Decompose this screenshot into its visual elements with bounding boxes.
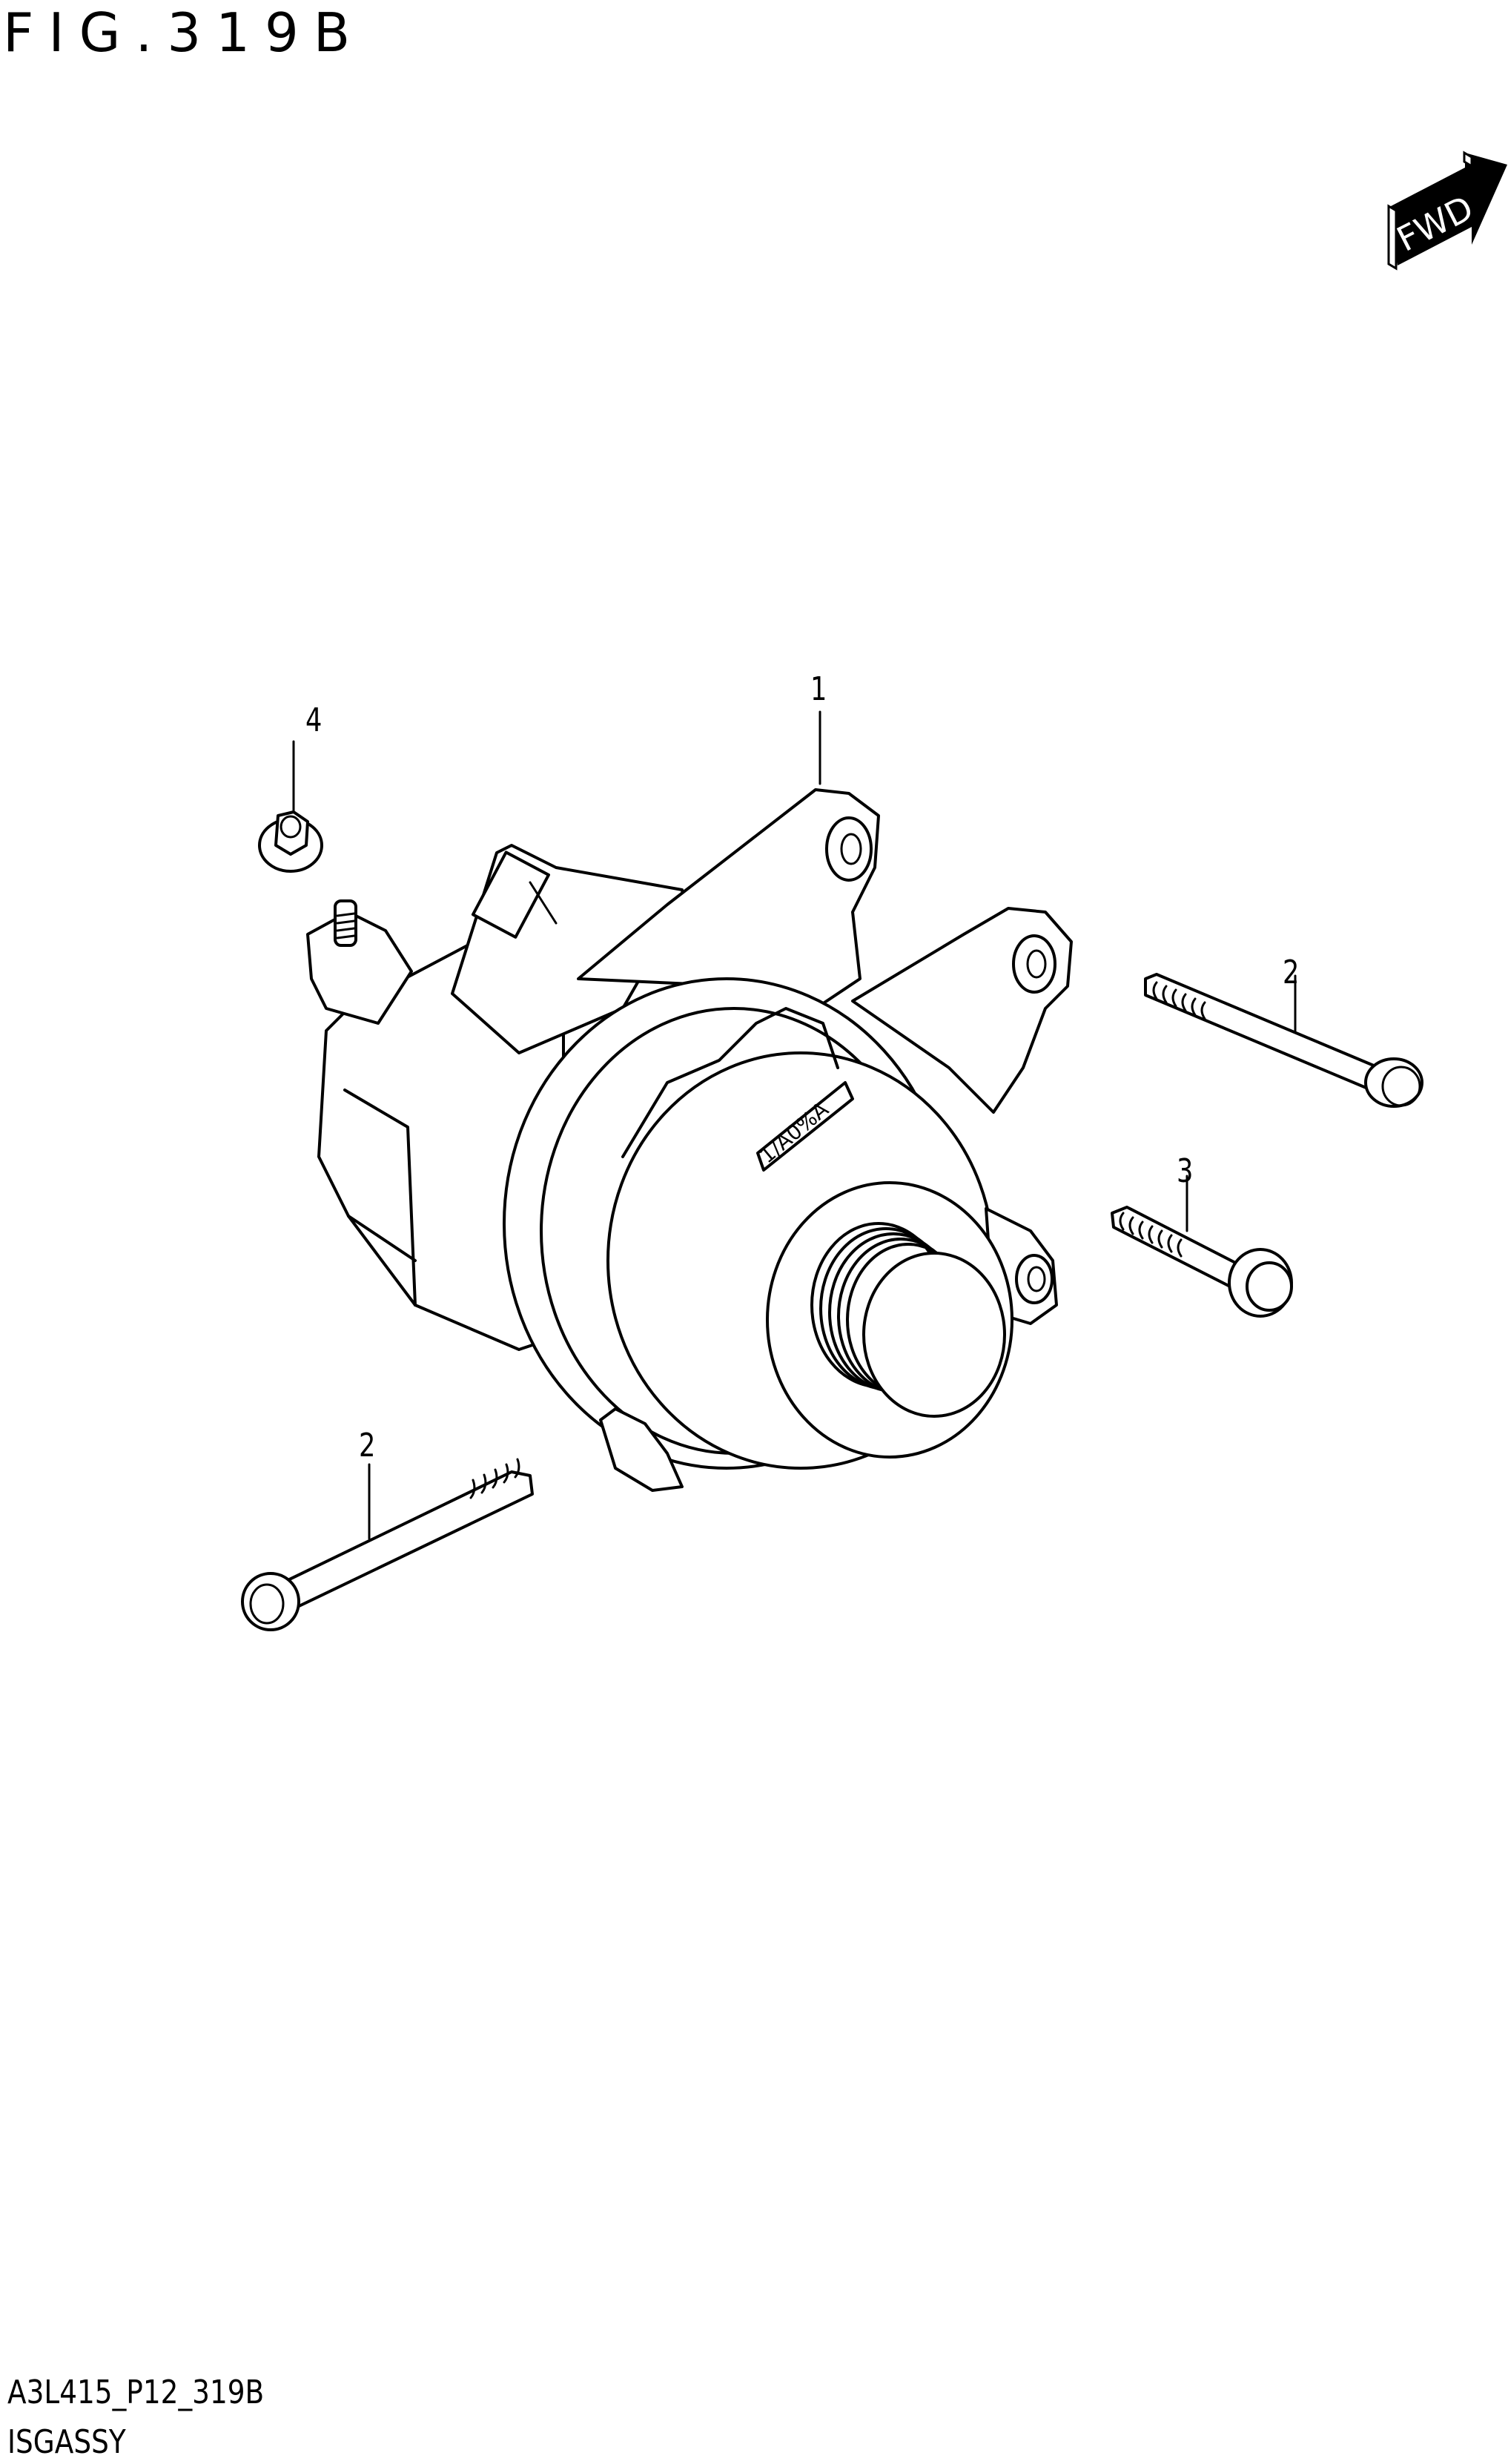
callout-4[interactable]: 4 [305, 701, 323, 739]
flange-nut-part[interactable] [258, 810, 323, 873]
forward-arrow-icon: FWD [1387, 151, 1507, 271]
callout-3[interactable]: 3 [1177, 1152, 1194, 1190]
callout-2-left[interactable]: 2 [359, 1427, 376, 1464]
callout-1[interactable]: 1 [810, 670, 827, 708]
pulley [810, 1222, 1006, 1418]
long-flange-bolt-left-part[interactable] [241, 1458, 534, 1631]
leader-lines [292, 710, 1297, 1540]
figure-title: FIG.319B [3, 1, 366, 64]
callout-2-right[interactable]: 2 [1283, 954, 1300, 991]
isg-assembly-part[interactable]: 1/A0%A [306, 788, 1073, 1492]
long-flange-bolt-right-part[interactable] [1144, 973, 1423, 1108]
b-terminal [306, 899, 413, 1025]
short-flange-bolt-part[interactable] [1111, 1206, 1293, 1318]
figure-name: ISGASSY [7, 2423, 126, 2461]
figure-code: A3L415_P12_319B [7, 2374, 265, 2411]
